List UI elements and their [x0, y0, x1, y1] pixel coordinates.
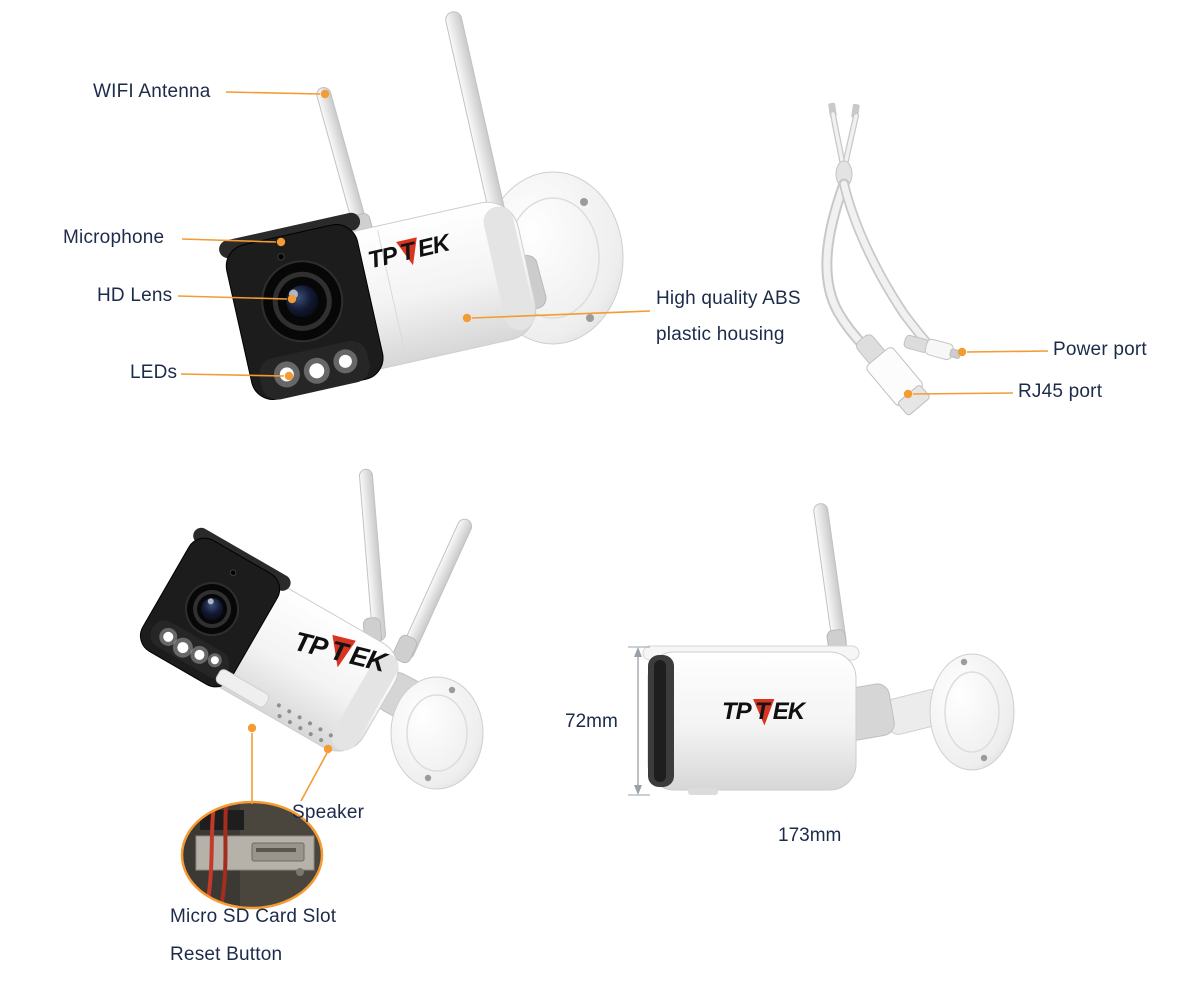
callout-dots — [247, 89, 967, 754]
reset-button-dot — [296, 868, 304, 876]
wall-mount-base — [839, 653, 1015, 771]
label-leds: LEDs — [130, 362, 178, 383]
logo-mid: T — [754, 698, 770, 725]
speaker-grille — [276, 703, 333, 743]
microphone-hole — [277, 253, 285, 261]
label-speaker: Speaker — [292, 802, 365, 823]
label-power-port: Power port — [1053, 339, 1147, 360]
dimension-length-label: 173mm — [778, 825, 842, 846]
microphone-hole — [229, 569, 237, 576]
sd-card-inset — [180, 800, 324, 910]
label-housing-line1: High quality ABS — [656, 288, 801, 309]
wifi-antenna-left — [316, 86, 368, 234]
wifi-antenna-left — [358, 468, 387, 642]
camera-top-left — [219, 11, 624, 400]
label-housing: High quality ABS plastic housing — [656, 281, 801, 353]
logo-suffix: EK — [772, 698, 805, 725]
label-microphone: Microphone — [63, 227, 165, 248]
label-wifi-antenna: WIFI Antenna — [93, 81, 211, 102]
label-reset-button: Reset Button — [170, 944, 283, 965]
sd-card-cover — [215, 669, 270, 708]
dimension-height-label: 72mm — [565, 711, 618, 732]
camera-bottom-left — [139, 468, 484, 910]
label-rj45-port: RJ45 port — [1018, 381, 1103, 402]
dimension-height-line — [628, 646, 650, 796]
power-connector — [903, 334, 962, 361]
logo-mid: T — [327, 635, 350, 668]
camera-bottom-right — [628, 503, 1015, 796]
wifi-antenna — [813, 503, 847, 649]
wall-mount-base — [376, 671, 484, 790]
label-micro-sd-card-slot: Micro SD Card Slot — [170, 906, 337, 927]
label-hd-lens: HD Lens — [97, 285, 173, 306]
logo-prefix: TP — [722, 698, 752, 725]
leader-lines — [177, 89, 1049, 804]
cable-branch-power — [839, 179, 933, 349]
cable-pigtail — [821, 102, 962, 416]
label-housing-line2: plastic housing — [656, 324, 785, 345]
